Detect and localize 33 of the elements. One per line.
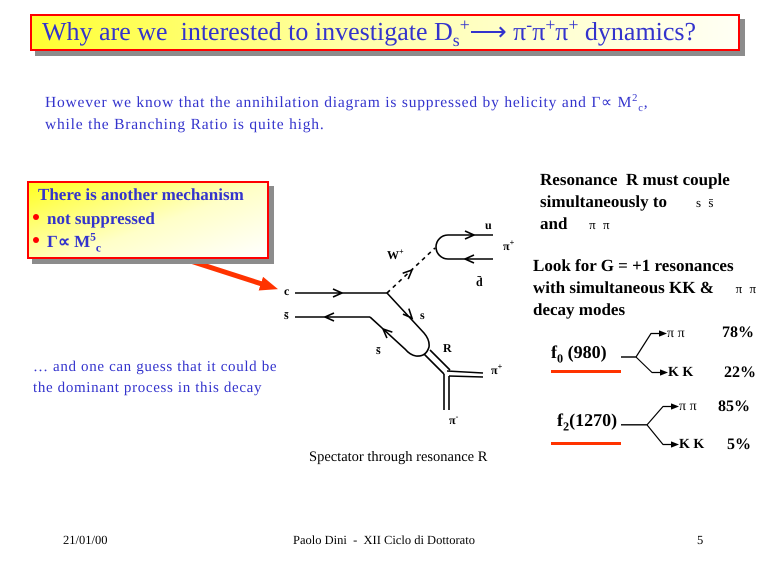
particle-label: s̄: [284, 309, 289, 322]
note-text: … and one can guess that it could be the dominant process in this decay: [33, 358, 278, 398]
decay-channel: π π: [667, 325, 685, 342]
particle-label: π$^{+}$: [503, 240, 514, 253]
arrow: [621, 356, 668, 376]
footer-date: 21/01/00: [63, 532, 108, 548]
particle-label: s̄: [376, 344, 381, 357]
particle-label: u: [485, 219, 492, 232]
decay-channel: π π: [679, 398, 697, 415]
footer-author: Paolo Dini - XII Ciclo di Dottorato: [292, 532, 476, 548]
particle-label: π$^{+}$: [491, 364, 502, 377]
branching-fraction: 5%: [727, 436, 751, 454]
resonance-label: f$_{0}$ (980): [551, 339, 621, 373]
note-text: Look for G = +1 resonances with simultaneous KK & π π decay modes: [533, 255, 758, 321]
arrow: [621, 424, 679, 448]
branching-fraction: 22%: [724, 364, 756, 382]
callout-heading: There is another mechanism: [38, 184, 244, 206]
intro-text: However we know that the annihilation diagram is suppressed by helicity and Γ∝ M$^{2}$$_{c}$, while the Branching Ratio is quite high.: [45, 92, 650, 135]
decay-channel: K K: [668, 364, 694, 381]
bullet-text: not suppressed: [47, 209, 155, 228]
particle-label: R: [443, 342, 452, 355]
page-number: 5: [697, 532, 704, 548]
particle-label: s: [420, 309, 425, 322]
particle-label: π$^{-}$: [449, 414, 458, 427]
note-text: Resonance R must couple simultaneously to s s̄ and π π: [540, 169, 731, 235]
figure-caption: Spectator through resonance R: [309, 448, 488, 466]
particle-label: W$^{+}$: [387, 249, 404, 262]
resonance-label: f$_{2}$(1270): [551, 407, 621, 445]
particle-label: d̄: [476, 276, 483, 289]
particle-label: c: [284, 285, 290, 298]
branching-fraction: 78%: [722, 324, 754, 342]
decay-channel: K K: [679, 436, 704, 453]
branching-fraction: 85%: [718, 398, 750, 416]
